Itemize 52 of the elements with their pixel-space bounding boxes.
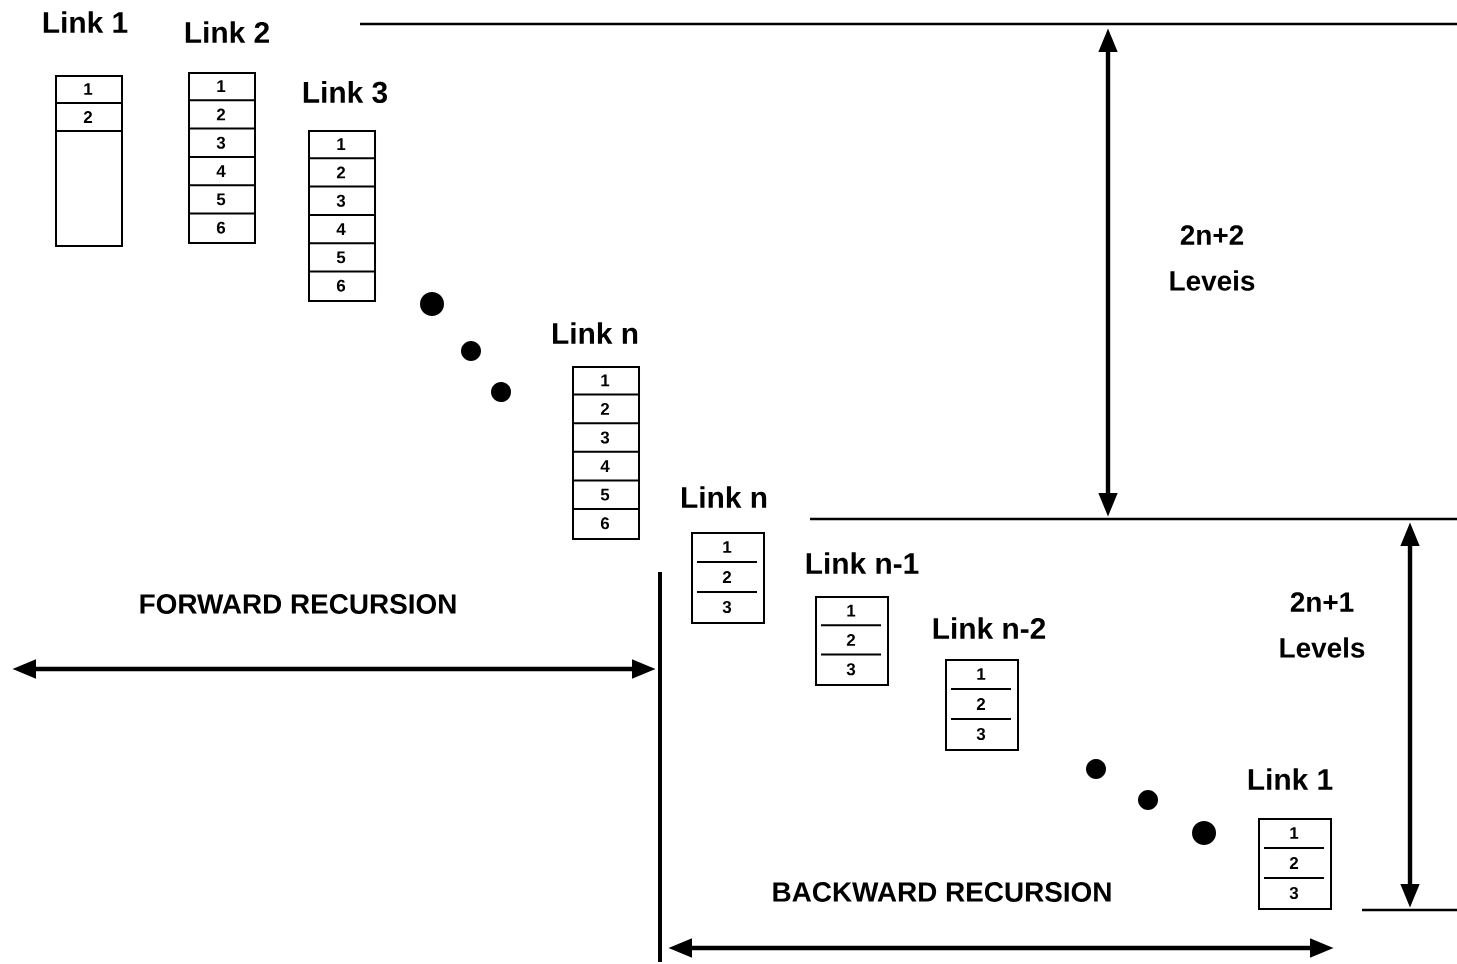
cell-number: 1 — [217, 80, 226, 92]
cell-number: 2 — [722, 571, 732, 583]
cell-number: 3 — [216, 136, 226, 149]
cell-number: 1 — [723, 541, 732, 553]
cell-number: 1 — [977, 668, 986, 680]
cell-number: 6 — [216, 221, 226, 234]
link-stack — [43, 11, 128, 247]
cell-number: 4 — [600, 460, 610, 472]
cell-number: 3 — [846, 663, 856, 676]
annotation-text: FORWARD RECURSION — [140, 594, 456, 614]
annotation-text: 2n+1 Levels — [1280, 592, 1365, 658]
cell-number: 2 — [600, 403, 610, 415]
cell-number: 2 — [83, 111, 93, 123]
cell-number: 4 — [336, 223, 346, 235]
cell-number: 6 — [336, 279, 346, 292]
cell-number: 1 — [1290, 827, 1299, 839]
link-heading: Link n — [682, 486, 767, 508]
link-stack — [933, 617, 1046, 751]
link-heading: Link 1 — [43, 11, 128, 33]
annotation-text: 2n+2 Leveis — [1170, 225, 1255, 291]
annotation-text: BACKWARD RECURSION — [773, 882, 1111, 902]
link-heading: Link n — [553, 322, 638, 344]
link-heading: Link 3 — [303, 81, 388, 103]
cell-number: 1 — [84, 83, 93, 95]
cell-number: 5 — [216, 193, 226, 206]
link-stack — [682, 486, 767, 624]
cell-number: 5 — [600, 488, 610, 501]
link-heading: Link 2 — [185, 21, 269, 43]
cell-number: 3 — [336, 194, 346, 207]
cell-number: 3 — [722, 601, 732, 613]
link-heading: Link n-2 — [933, 617, 1046, 639]
link-heading: Link n-1 — [806, 552, 919, 574]
cell-number: 2 — [976, 698, 986, 710]
cell-number: 3 — [976, 728, 986, 740]
cell-number: 5 — [336, 251, 346, 264]
cell-number: 2 — [846, 634, 856, 646]
link-stack — [185, 21, 269, 244]
cell-number: 1 — [847, 604, 856, 617]
cell-number: 4 — [216, 165, 226, 177]
cell-number: 3 — [600, 431, 610, 444]
cell-number: 2 — [1289, 857, 1299, 869]
cell-number: 1 — [601, 374, 610, 387]
link-stack — [553, 322, 640, 540]
cell-number: 6 — [600, 517, 610, 530]
link-stack — [1248, 768, 1333, 910]
link-stack — [303, 81, 388, 302]
cell-number: 2 — [336, 166, 346, 179]
link-stack — [806, 552, 919, 686]
link-heading: Link 1 — [1248, 768, 1333, 790]
cell-number: 3 — [1289, 887, 1299, 899]
cell-number: 2 — [216, 108, 226, 121]
cell-number: 1 — [337, 138, 346, 150]
